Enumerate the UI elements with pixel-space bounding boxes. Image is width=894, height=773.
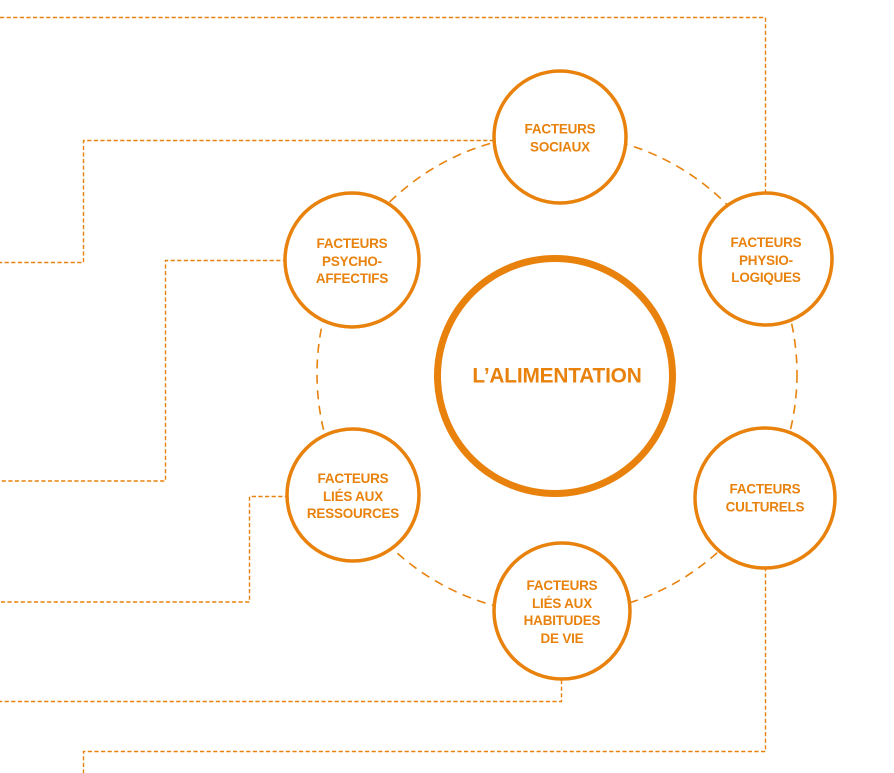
label-line: FACTEURS xyxy=(316,234,388,251)
callout-line-ressources xyxy=(0,495,289,603)
label-line: FACTEURS xyxy=(317,469,389,486)
label-facteurs-sociaux: FACTEURS SOCIAUX xyxy=(525,121,596,156)
label-line: LIÉS AUX xyxy=(323,487,383,504)
circle-facteurs-culturels xyxy=(693,426,837,570)
label-line: AFFECTIFS xyxy=(315,269,389,286)
label-line: PHYSIO- xyxy=(739,251,793,268)
callout-line-sociaux xyxy=(0,139,494,264)
circle-facteurs-ressources xyxy=(285,427,421,563)
circle-alimentation-center xyxy=(434,255,676,497)
circle-facteurs-psycho-affectifs xyxy=(283,191,421,329)
label-line: CULTURELS xyxy=(725,498,805,514)
label-facteurs-habitudes-de-vie: FACTEURS LIÉS AUX HABITUDES DE VIE xyxy=(524,577,601,647)
callout-line-culturels xyxy=(82,567,767,773)
circle-facteurs-sociaux xyxy=(492,69,628,205)
label-line: PSYCHO- xyxy=(322,252,382,269)
label-facteurs-ressources: FACTEURS LIÉS AUX RESSOURCES xyxy=(307,470,399,523)
label-facteurs-physiologiques: FACTEURS PHYSIO- LOGIQUES xyxy=(731,234,802,287)
label-line: DE VIE xyxy=(540,629,584,646)
circle-facteurs-physiologiques xyxy=(698,191,834,327)
label-line: FACTEURS xyxy=(524,120,596,137)
label-facteurs-culturels: FACTEURS CULTURELS xyxy=(726,481,805,516)
label-line: SOCIAUX xyxy=(530,138,590,154)
callout-line-psycho-affectifs xyxy=(0,259,287,482)
callout-line-physiologiques xyxy=(0,16,767,195)
label-line: FACTEURS xyxy=(526,577,598,593)
label-line: RESSOURCES xyxy=(306,504,400,521)
label-line: FACTEURS xyxy=(729,480,801,497)
center-label-alimentation: L’ALIMENTATION xyxy=(472,363,642,388)
callout-line-habitudes-de-vie xyxy=(0,680,563,703)
label-line: LOGIQUES xyxy=(731,268,801,285)
label-facteurs-psycho-affectifs: FACTEURS PSYCHO- AFFECTIFS xyxy=(316,235,388,288)
label-line: HABITUDES xyxy=(523,612,601,628)
label-line: LIÉS AUX xyxy=(532,594,592,611)
circle-facteurs-habitudes-de-vie xyxy=(492,541,632,681)
label-line: FACTEURS xyxy=(730,233,802,250)
